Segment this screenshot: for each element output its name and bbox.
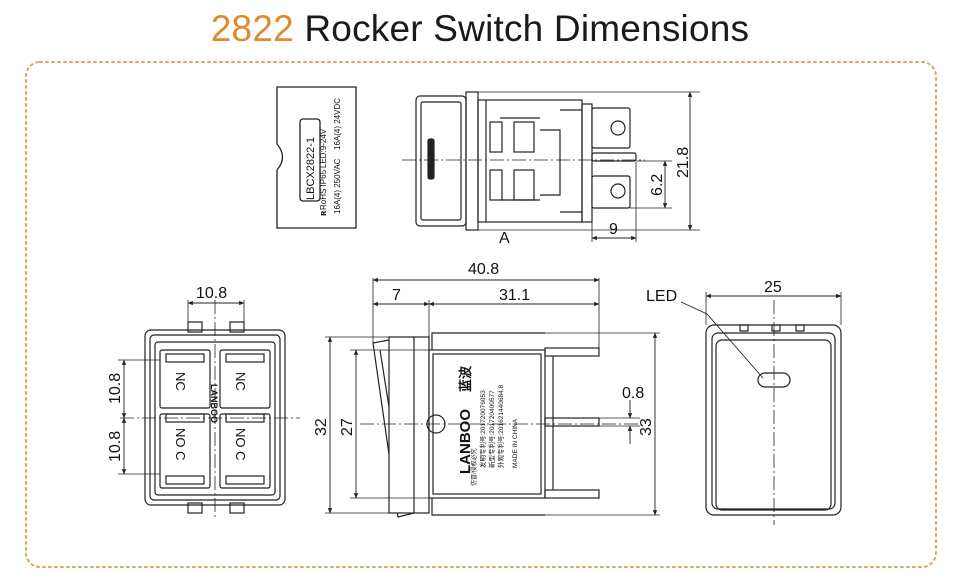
label-cert: RoHS IP65 bbox=[319, 169, 328, 210]
rear-view-width: 10.8 bbox=[196, 285, 227, 302]
end-view bbox=[680, 292, 842, 525]
terminal-bottom-right: NO C bbox=[233, 428, 248, 461]
patent-line-1: 发明专利号:201720076053 bbox=[478, 390, 487, 468]
front-view-outer-height: 32 bbox=[313, 418, 330, 436]
page-title: 2822 Rocker Switch Dimensions bbox=[0, 8, 960, 50]
label-rating-dc: 16A(4) 24VDC bbox=[333, 98, 342, 150]
terminal-bottom-left: NO C bbox=[173, 428, 188, 461]
terminal-top-left: NC bbox=[173, 372, 188, 391]
made-in: MADE IN CHINA bbox=[512, 418, 519, 468]
front-view-overall: 40.8 bbox=[468, 261, 499, 278]
label-card bbox=[276, 86, 357, 229]
ul-mark-icon: ʀ bbox=[318, 210, 328, 216]
front-view-cap: 7 bbox=[392, 287, 401, 304]
rear-view-brand: LANBOO bbox=[209, 384, 219, 423]
title-text: Rocker Switch Dimensions bbox=[304, 8, 750, 49]
front-view-brand: LANBOO bbox=[457, 409, 474, 474]
side-view-height: 21.8 bbox=[675, 147, 692, 178]
terminal-top-right: NC bbox=[233, 372, 248, 391]
rear-view bbox=[118, 300, 300, 520]
side-view-terminal-pitch: 6.2 bbox=[649, 174, 666, 196]
front-view bbox=[325, 277, 660, 518]
dotted-frame bbox=[25, 61, 937, 568]
patent-line-2: 新型专利号:201720400577 bbox=[487, 390, 496, 468]
imitation-notice: 仿冒/侵权必究 bbox=[470, 448, 478, 486]
side-view-label: A bbox=[499, 230, 510, 247]
front-view-offset: 0.8 bbox=[622, 385, 644, 402]
end-view-width: 25 bbox=[764, 279, 782, 296]
side-view-terminal-length: 9 bbox=[609, 221, 618, 238]
label-card-text: LBCX2822-1 RoHS IP65 LED:9-24V 16A(4) 25… bbox=[305, 98, 342, 216]
patent-line-3: 外观专利号:201621440684.8 bbox=[496, 385, 505, 468]
label-led: LED:9-24V bbox=[319, 128, 328, 168]
front-view-brand-cn: 蓝波 bbox=[458, 365, 473, 392]
label-rating-ac: 16A(4) 250VAC bbox=[333, 158, 342, 214]
side-view bbox=[402, 91, 700, 242]
front-view-inner-height: 27 bbox=[339, 418, 356, 436]
rear-view-row-bottom: 10.8 bbox=[107, 431, 124, 462]
end-view-led-label: LED bbox=[646, 288, 677, 305]
rear-view-row-top: 10.8 bbox=[107, 373, 124, 404]
front-view-right-height: 33 bbox=[638, 418, 655, 436]
front-view-body: 31.1 bbox=[499, 287, 530, 304]
label-code: LBCX2822-1 bbox=[305, 137, 317, 200]
model-number: 2822 bbox=[210, 8, 294, 49]
